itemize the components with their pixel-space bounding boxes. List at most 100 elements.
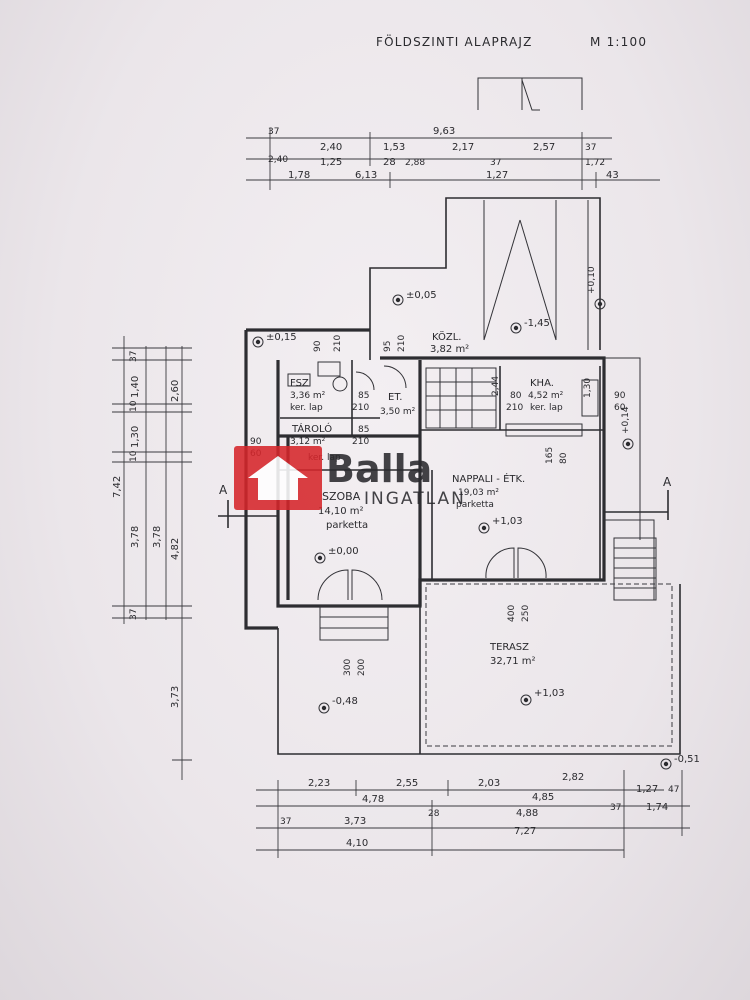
dim-bottom-16: 7,27 (514, 826, 536, 837)
level-10: -0,51 (674, 754, 700, 765)
doors (287, 361, 599, 601)
dim-left-9: 3,78 (152, 526, 163, 548)
room-szoba-floor: parketta (326, 520, 368, 531)
dim-left-5: 10 (129, 450, 139, 462)
roof-symbol (477, 77, 583, 111)
dim-left-3: 10 (129, 400, 139, 412)
opening-4: 210 (397, 335, 407, 352)
opening-15: 400 (507, 605, 517, 622)
opening-9: 80 (510, 391, 522, 401)
plan-title: FÖLDSZINTI ALAPRAJZ (376, 33, 533, 49)
terrace-outline (277, 357, 681, 755)
opening-19: 90 (250, 437, 262, 447)
level-4: +0,10 (587, 266, 597, 294)
dim-bottom-6: 4,85 (532, 792, 554, 803)
room-fsz-area: 3,36 m² (290, 391, 326, 401)
plan-scale: M 1:100 (590, 35, 647, 49)
dim-top-10: 28 (383, 157, 396, 168)
opening-1: 90 (313, 340, 323, 352)
level-1: ±0,05 (406, 290, 437, 301)
dim-top-7: 37 (585, 143, 596, 153)
opening-18: 200 (357, 659, 367, 676)
dim-top-3: 1,53 (383, 142, 405, 153)
room-kha-floor: ker. lap (530, 403, 563, 413)
dim-left-10: 4,82 (170, 538, 181, 560)
level-markers: ±0,05 -1,45 ±0,15 +0,10 +0,14 +1,03 ±0,0… (252, 266, 700, 770)
upper-annex (369, 197, 601, 360)
dim-top-9: 1,25 (320, 157, 342, 168)
room-nappali-floor: parketta (456, 500, 494, 510)
dim-top-1: 37 (268, 127, 279, 137)
room-fsz-floor: ker. lap (290, 403, 323, 413)
opening-21: 2,44 (491, 376, 501, 396)
opening-3: 95 (383, 341, 393, 352)
room-kha-name: KHA. (530, 378, 554, 389)
room-steps (319, 605, 389, 641)
room-nappali-area: 19,03 m² (458, 488, 499, 498)
dim-top-5: 2,17 (452, 142, 474, 153)
room-nappali-name: NAPPALI - ÉTK. (452, 472, 525, 485)
dim-left-6: 3,78 (130, 526, 141, 548)
dim-top-15: 6,13 (355, 170, 377, 181)
opening-10: 210 (506, 403, 523, 413)
dim-bottom-4: 2,82 (562, 772, 584, 783)
room-et-name: ET. (388, 392, 402, 403)
section-mark-left: A (219, 483, 228, 497)
top-dimensions: 37 2,40 1,53 9,63 2,17 2,57 37 2,40 1,25… (246, 126, 660, 190)
level-5: +0,14 (621, 406, 631, 434)
opening-14: 80 (559, 452, 569, 464)
dim-bottom-3: 2,03 (478, 778, 500, 789)
opening-13: 165 (545, 447, 555, 464)
opening-22: 1,30 (583, 378, 593, 398)
dim-top-13: 1,72 (585, 158, 605, 168)
opening-16: 250 (521, 605, 531, 622)
room-et-area: 3,50 m² (380, 407, 416, 417)
roof-icon (248, 456, 308, 478)
room-terasz-area: 32,71 m² (490, 656, 536, 667)
dim-bottom-7: 1,27 (636, 784, 658, 795)
dim-top-16: 1,27 (486, 170, 508, 181)
dim-bottom-1: 2,23 (308, 778, 330, 789)
section-mark-right: A (663, 475, 672, 489)
opening-6: 210 (352, 403, 369, 413)
room-tarolo-area: 3,12 m² (290, 437, 326, 447)
dim-left-2: 1,40 (130, 376, 141, 398)
level-9: +1,03 (534, 688, 565, 699)
dim-bottom-2: 2,55 (396, 778, 418, 789)
dim-top-11: 2,88 (405, 158, 425, 168)
dim-left-4: 1,30 (130, 426, 141, 448)
dim-top-6: 2,57 (533, 142, 555, 153)
house-body-icon (258, 478, 298, 500)
dim-left-8: 7,42 (112, 476, 123, 498)
dim-top-8: 2,40 (268, 155, 288, 165)
dim-top-14: 1,78 (288, 170, 310, 181)
dim-bottom-15: 4,10 (346, 838, 368, 849)
level-3: ±0,15 (266, 332, 297, 343)
room-kha-area: 4,52 m² (528, 391, 564, 401)
room-tarolo-name: TÁROLÓ (291, 422, 332, 435)
dim-top-2: 2,40 (320, 142, 342, 153)
opening-5: 85 (358, 391, 369, 401)
level-2: -1,45 (524, 318, 550, 329)
dim-bottom-13: 37 (610, 803, 621, 813)
level-6: +1,03 (492, 516, 523, 527)
room-terasz-name: TERASZ (489, 642, 529, 653)
room-labels: KÖZL. 3,82 m² FSZ 3,36 m² ker. lap ET. 3… (290, 330, 564, 667)
dim-bottom-8: 47 (668, 785, 679, 795)
room-szoba-area: 14,10 m² (318, 506, 364, 517)
watermark-subtitle: INGATLAN (364, 489, 466, 509)
dim-left-7: 2,60 (170, 380, 181, 402)
opening-12: 60 (614, 403, 626, 413)
dim-top-4: 9,63 (433, 126, 455, 137)
dim-top-17: 43 (606, 170, 619, 181)
dim-left-12: 3,73 (170, 686, 181, 708)
room-kozl-area: 3,82 m² (430, 344, 469, 355)
room-fsz-name: FSZ (290, 378, 309, 389)
opening-11: 90 (614, 391, 626, 401)
opening-17: 300 (343, 659, 353, 676)
section-marks: A A (218, 475, 672, 528)
dim-bottom-14: 1,74 (646, 802, 668, 813)
opening-8: 210 (352, 437, 369, 447)
